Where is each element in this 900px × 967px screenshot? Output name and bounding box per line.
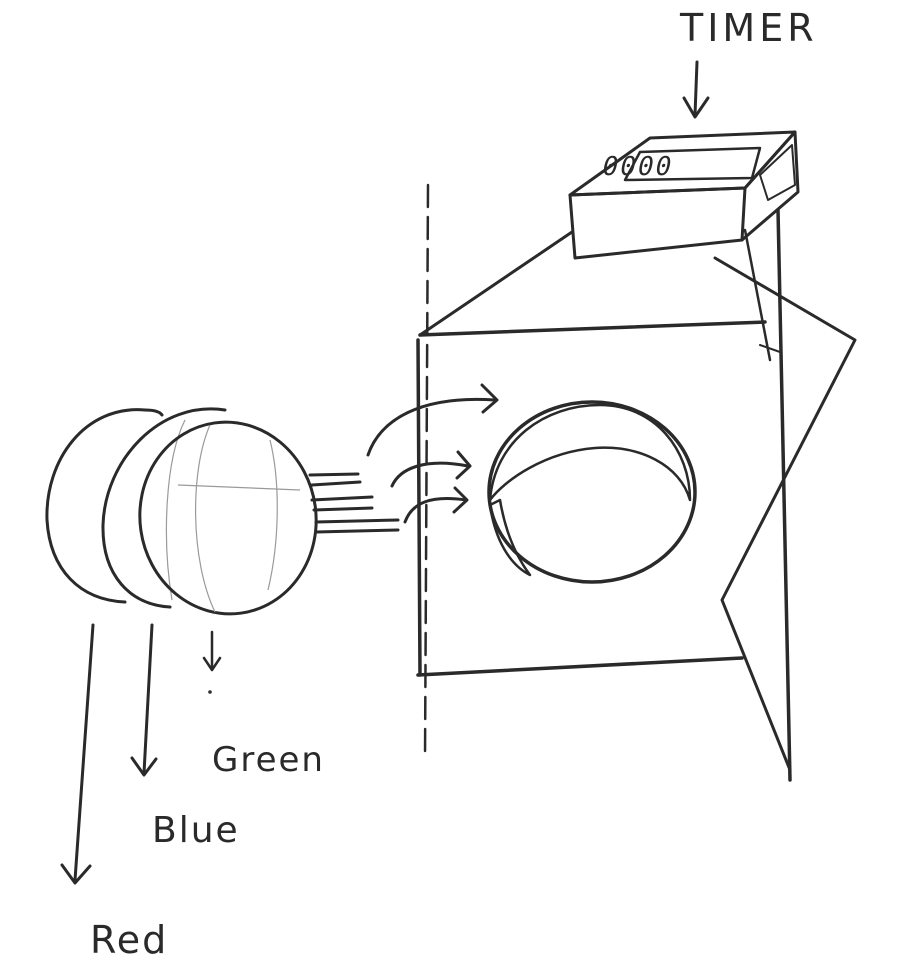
green-filter-disc (138, 420, 318, 616)
timer-display-digits: 0000 (599, 152, 676, 182)
blue-label: Blue (152, 810, 240, 851)
aperture-opening (487, 400, 697, 584)
timer-device: 0000 (568, 130, 800, 260)
blue-label-arrow (130, 623, 158, 777)
curved-arrows (366, 383, 499, 524)
red-label-arrow (60, 623, 95, 885)
timer-display-window (623, 146, 762, 182)
timer-pointer-arrow (682, 60, 710, 119)
timer-front-face (568, 186, 747, 260)
dashed-reference-line (423, 183, 430, 762)
green-label: Green (212, 740, 325, 780)
aperture-shadow (488, 403, 692, 502)
timer-label: TIMER (680, 6, 818, 50)
red-filter-disc (45, 408, 164, 604)
light-beams (308, 472, 400, 534)
blue-filter-disc (101, 407, 227, 609)
red-label: Red (90, 918, 169, 962)
green-label-arrow (202, 630, 222, 694)
box-housing (416, 208, 857, 782)
